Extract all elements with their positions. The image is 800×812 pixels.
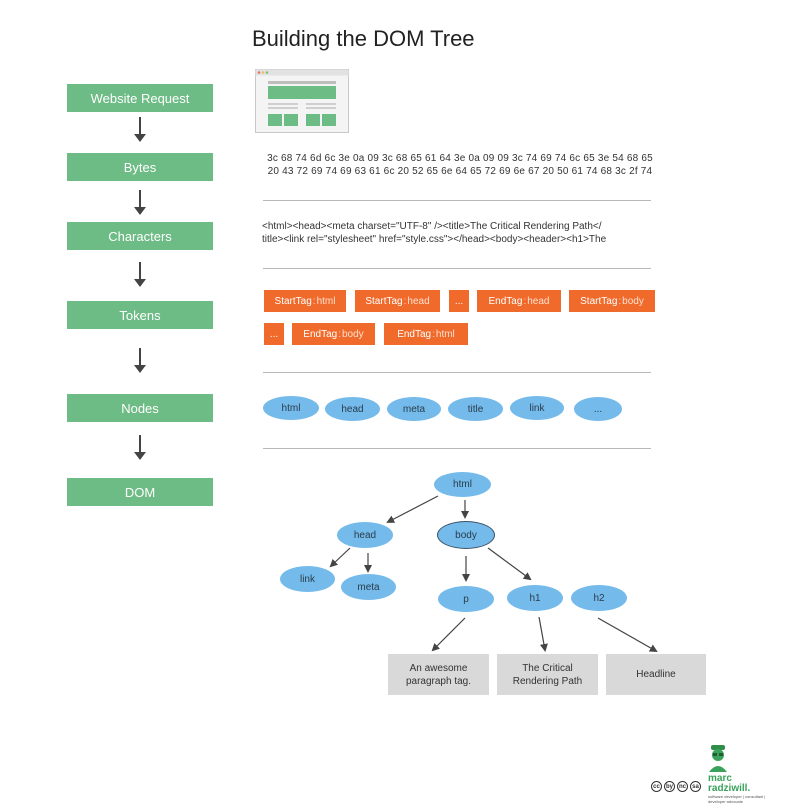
dom-text-h2: Headline xyxy=(606,654,706,695)
dom-node-h2: h2 xyxy=(571,585,627,611)
token-ellipsis: ... xyxy=(264,323,284,345)
dom-node-p: p xyxy=(438,586,494,612)
step-tokens: Tokens xyxy=(67,301,213,329)
arrow-down-icon xyxy=(134,190,146,215)
node-title: title xyxy=(448,397,503,421)
divider xyxy=(263,372,651,373)
author-avatar-icon xyxy=(709,745,727,772)
token-kind: EndTag xyxy=(397,328,432,340)
token-kind: EndTag xyxy=(488,295,523,307)
cc-license-icon: cc xyxy=(651,781,662,792)
token-kind: EndTag xyxy=(303,328,338,340)
cc-by-icon: by xyxy=(664,781,675,792)
edge-h1-text xyxy=(538,616,548,652)
token-value: head xyxy=(407,295,430,307)
dom-text-h1: The Critical Rendering Path xyxy=(497,654,598,695)
token-value: html xyxy=(435,328,455,340)
node-ellipsis: ... xyxy=(574,397,622,421)
page-title: Building the DOM Tree xyxy=(252,26,475,51)
dom-text-p: An awesome paragraph tag. xyxy=(388,654,489,695)
brand-name: marc radziwill. xyxy=(708,774,750,794)
token-separator: : xyxy=(523,295,527,307)
token-value: body xyxy=(342,328,364,340)
brand-tagline: software developer | consultant | develo… xyxy=(708,794,766,804)
node-link: link xyxy=(510,396,564,420)
edge-html-head xyxy=(386,495,439,523)
arrow-down-icon xyxy=(134,117,146,142)
step-website-request: Website Request xyxy=(67,84,213,112)
token-starttag-body: StartTag:body xyxy=(569,290,655,312)
arrow-down-icon xyxy=(134,348,146,373)
step-dom: DOM xyxy=(67,478,213,506)
edge-p-text xyxy=(431,617,466,652)
characters-text: <html><head><meta charset="UTF-8" /><tit… xyxy=(262,220,652,246)
arrow-down-icon xyxy=(134,262,146,287)
arrow-down-icon xyxy=(134,435,146,460)
token-kind: StartTag xyxy=(580,295,618,307)
cc-nc-icon: nc xyxy=(677,781,688,792)
token-separator: : xyxy=(338,328,341,340)
edge-body-h1 xyxy=(487,547,532,581)
edge-h2-text xyxy=(597,617,658,652)
dom-node-html: html xyxy=(434,472,491,497)
step-bytes: Bytes xyxy=(67,153,213,181)
node-head: head xyxy=(325,397,380,421)
token-separator: : xyxy=(432,328,435,340)
characters-line: <html><head><meta charset="UTF-8" /><tit… xyxy=(262,221,602,232)
cc-sa-icon: sa xyxy=(690,781,701,792)
divider xyxy=(263,200,651,201)
edge-head-link xyxy=(329,547,351,568)
token-ellipsis: ... xyxy=(449,290,469,312)
dom-node-head: head xyxy=(337,522,393,548)
node-meta: meta xyxy=(387,397,441,421)
token-value: head xyxy=(527,295,550,307)
dom-node-body: body xyxy=(437,521,495,549)
token-kind: StartTag xyxy=(365,295,403,307)
brand-name-first: marc xyxy=(708,773,732,784)
token-kind: ... xyxy=(454,295,464,307)
token-value: html xyxy=(316,295,336,307)
token-endtag-html: EndTag:html xyxy=(384,323,468,345)
token-endtag-body: EndTag:body xyxy=(292,323,375,345)
website-wireframe-icon xyxy=(255,69,349,133)
bytes-line: 20 43 72 69 74 69 63 61 6c 20 52 65 6e 6… xyxy=(267,166,653,177)
dom-node-link: link xyxy=(280,566,335,592)
token-separator: : xyxy=(312,295,316,307)
token-starttag-html: StartTag:html xyxy=(264,290,346,312)
token-starttag-head: StartTag:head xyxy=(355,290,440,312)
dom-node-meta: meta xyxy=(341,574,396,600)
token-endtag-head: EndTag:head xyxy=(477,290,561,312)
bytes-line: 3c 68 74 6d 6c 3e 0a 09 3c 68 65 61 64 3… xyxy=(267,153,653,164)
token-separator: : xyxy=(618,295,622,307)
divider xyxy=(263,268,651,269)
step-characters: Characters xyxy=(67,222,213,250)
bytes-text: 3c 68 74 6d 6c 3e 0a 09 3c 68 65 61 64 3… xyxy=(260,152,660,178)
characters-line: title><link rel="stylesheet" href="style… xyxy=(262,234,607,245)
token-value: body xyxy=(622,295,644,307)
brand-name-last: radziwill. xyxy=(708,783,751,794)
token-separator: : xyxy=(403,295,407,307)
step-nodes: Nodes xyxy=(67,394,213,422)
divider xyxy=(263,448,651,449)
dom-node-h1: h1 xyxy=(507,585,563,611)
token-kind: ... xyxy=(269,328,279,340)
node-html: html xyxy=(263,396,319,420)
token-kind: StartTag xyxy=(274,295,312,307)
